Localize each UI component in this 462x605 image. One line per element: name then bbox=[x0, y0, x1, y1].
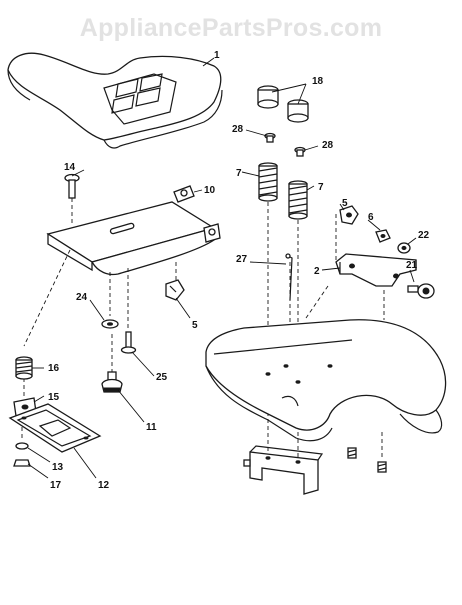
nut-part bbox=[13, 459, 31, 467]
callout-24: 24 bbox=[76, 292, 88, 303]
callout-22: 22 bbox=[418, 230, 430, 241]
callout-10: 10 bbox=[204, 185, 216, 196]
fender-body-part bbox=[205, 319, 447, 495]
hinge-bracket-part bbox=[335, 253, 417, 287]
spring-part bbox=[288, 180, 308, 220]
washer-part bbox=[101, 319, 119, 329]
seat-pan-part bbox=[46, 185, 221, 276]
callout-12: 12 bbox=[98, 480, 110, 491]
callout-25: 25 bbox=[156, 372, 168, 383]
callout-15: 15 bbox=[48, 392, 60, 403]
callout-21: 21 bbox=[406, 260, 418, 271]
callout-labels: 1 18 28 28 7 7 14 10 5 6 22 27 2 21 24 5… bbox=[48, 50, 430, 491]
callout-6: 6 bbox=[368, 212, 374, 223]
callout-7: 7 bbox=[318, 182, 324, 193]
callout-16: 16 bbox=[48, 363, 60, 374]
callout-13: 13 bbox=[52, 462, 64, 473]
rod-part bbox=[285, 253, 293, 301]
washer-part bbox=[397, 242, 411, 254]
callout-5: 5 bbox=[342, 198, 348, 209]
bumper-part bbox=[287, 99, 309, 123]
callout-7: 7 bbox=[236, 168, 242, 179]
bumper-part bbox=[257, 85, 279, 109]
knob-part bbox=[407, 283, 435, 299]
callout-18: 18 bbox=[312, 76, 324, 87]
seat-part bbox=[7, 52, 223, 149]
callout-1: 1 bbox=[214, 50, 220, 61]
callout-2: 2 bbox=[314, 266, 320, 277]
leader-lines bbox=[27, 57, 417, 479]
bolt-part bbox=[294, 146, 306, 157]
knob-part bbox=[101, 371, 123, 393]
spring-part bbox=[15, 356, 33, 380]
washer-part bbox=[375, 229, 391, 243]
washer-part bbox=[15, 442, 29, 450]
bolt-part bbox=[120, 331, 137, 354]
callout-14: 14 bbox=[64, 162, 76, 173]
bolt-part bbox=[64, 173, 80, 226]
callout-28: 28 bbox=[322, 140, 334, 151]
callout-28: 28 bbox=[232, 124, 244, 135]
callout-11: 11 bbox=[146, 422, 157, 433]
bolt-part bbox=[264, 132, 276, 143]
nut-part bbox=[339, 205, 359, 225]
watermark: AppliancePartsPros.com bbox=[79, 14, 383, 42]
slide-plate-part bbox=[8, 403, 102, 453]
callout-27: 27 bbox=[236, 254, 248, 265]
callout-17: 17 bbox=[50, 480, 62, 491]
bolt-part bbox=[165, 279, 185, 301]
callout-5: 5 bbox=[192, 320, 198, 331]
spring-part bbox=[258, 162, 278, 202]
